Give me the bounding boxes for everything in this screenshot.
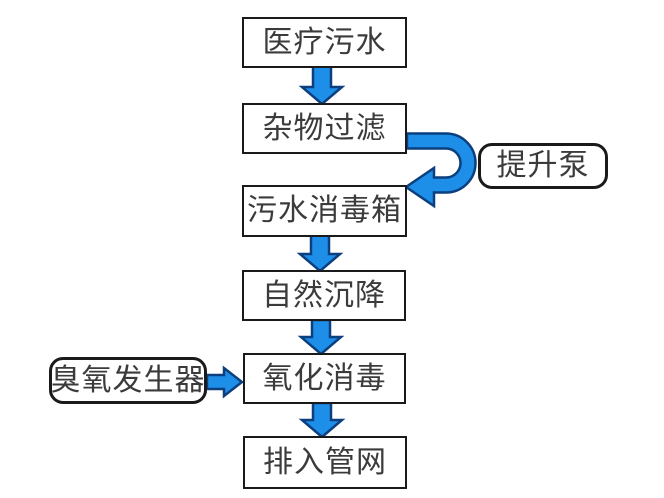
- arrow-down-sedimentation-to-oxidation-icon: [297, 318, 345, 356]
- node-ozone-generator: 臭氧发生器: [49, 357, 207, 404]
- node-sewage-disinfection-tank-label: 污水消毒箱: [247, 193, 402, 228]
- arrow-down-oxidation-to-discharge-icon: [298, 401, 346, 439]
- node-medical-wastewater-label: 医疗污水: [262, 24, 387, 60]
- node-natural-sedimentation: 自然沉降: [242, 270, 406, 321]
- node-debris-filtration: 杂物过滤: [242, 103, 407, 154]
- node-oxidation-disinfection: 氧化消毒: [243, 353, 406, 404]
- node-discharge-to-pipe-network-label: 排入管网: [263, 444, 387, 480]
- arrow-down-medical-to-debris-icon: [298, 64, 346, 106]
- node-natural-sedimentation-label: 自然沉降: [262, 277, 386, 313]
- node-lift-pump: 提升泵: [478, 143, 608, 189]
- node-medical-wastewater: 医疗污水: [242, 17, 407, 68]
- node-sewage-disinfection-tank: 污水消毒箱: [242, 185, 407, 237]
- node-debris-filtration-label: 杂物过滤: [262, 110, 387, 146]
- node-oxidation-disinfection-label: 氧化消毒: [262, 360, 387, 396]
- arrow-down-sewage-to-sedimentation-icon: [296, 233, 344, 273]
- arrow-right-ozone-to-oxidation-icon: [205, 365, 245, 399]
- u-turn-arrow-via-lift-pump-icon: [403, 132, 477, 209]
- node-lift-pump-label: 提升泵: [496, 148, 590, 183]
- node-discharge-to-pipe-network: 排入管网: [243, 436, 407, 489]
- node-ozone-generator-label: 臭氧发生器: [50, 362, 206, 398]
